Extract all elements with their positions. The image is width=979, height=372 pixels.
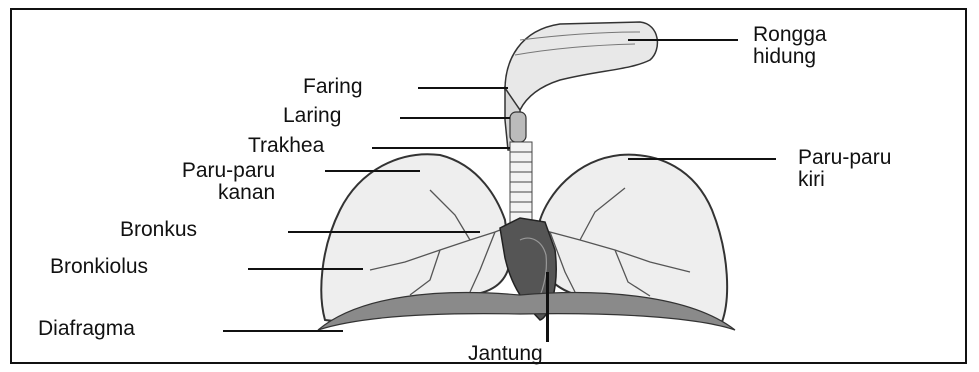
- label-trakhea: Trakhea: [248, 135, 324, 157]
- label-bronkiolus: Bronkiolus: [50, 256, 148, 278]
- leader-paru-kanan: [325, 170, 420, 172]
- label-paru-kiri: Paru-paru kiri: [798, 147, 891, 191]
- nasal-cavity-shape: [505, 22, 657, 110]
- leader-diafragma: [223, 330, 343, 332]
- label-diafragma: Diafragma: [38, 318, 135, 340]
- leader-bronkiolus: [248, 268, 363, 270]
- leader-laring: [400, 117, 510, 119]
- label-faring: Faring: [303, 76, 363, 98]
- trachea-shape: [510, 142, 532, 224]
- leader-trakhea: [372, 147, 510, 149]
- leader-bronkus: [288, 231, 480, 233]
- larynx-shape: [510, 112, 526, 142]
- label-jantung: Jantung: [468, 343, 543, 365]
- label-bronkus: Bronkus: [120, 219, 197, 241]
- label-rongga-hidung: Rongga hidung: [753, 24, 827, 68]
- leader-paru-kiri: [628, 158, 776, 160]
- leader-faring: [418, 87, 508, 89]
- leader-rongga-hidung: [628, 39, 738, 41]
- leader-jantung: [546, 272, 549, 342]
- label-laring: Laring: [283, 105, 341, 127]
- label-paru-kanan: Paru-paru kanan: [150, 160, 275, 204]
